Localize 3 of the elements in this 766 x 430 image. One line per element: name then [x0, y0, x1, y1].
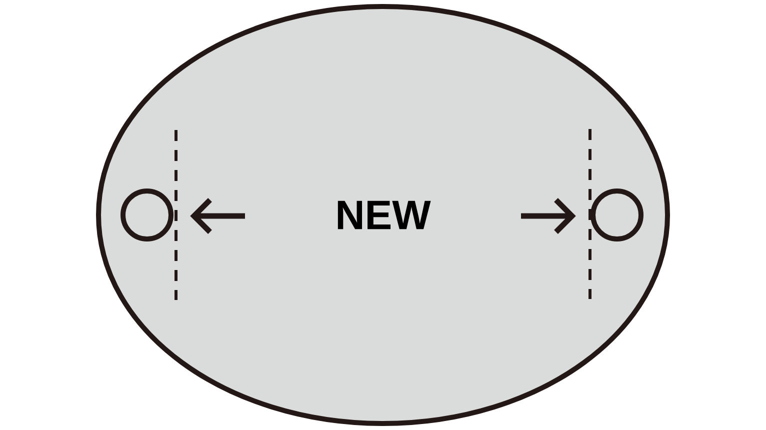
oval-plate: NEW [96, 4, 670, 426]
hole [120, 188, 174, 242]
hole [590, 188, 644, 242]
